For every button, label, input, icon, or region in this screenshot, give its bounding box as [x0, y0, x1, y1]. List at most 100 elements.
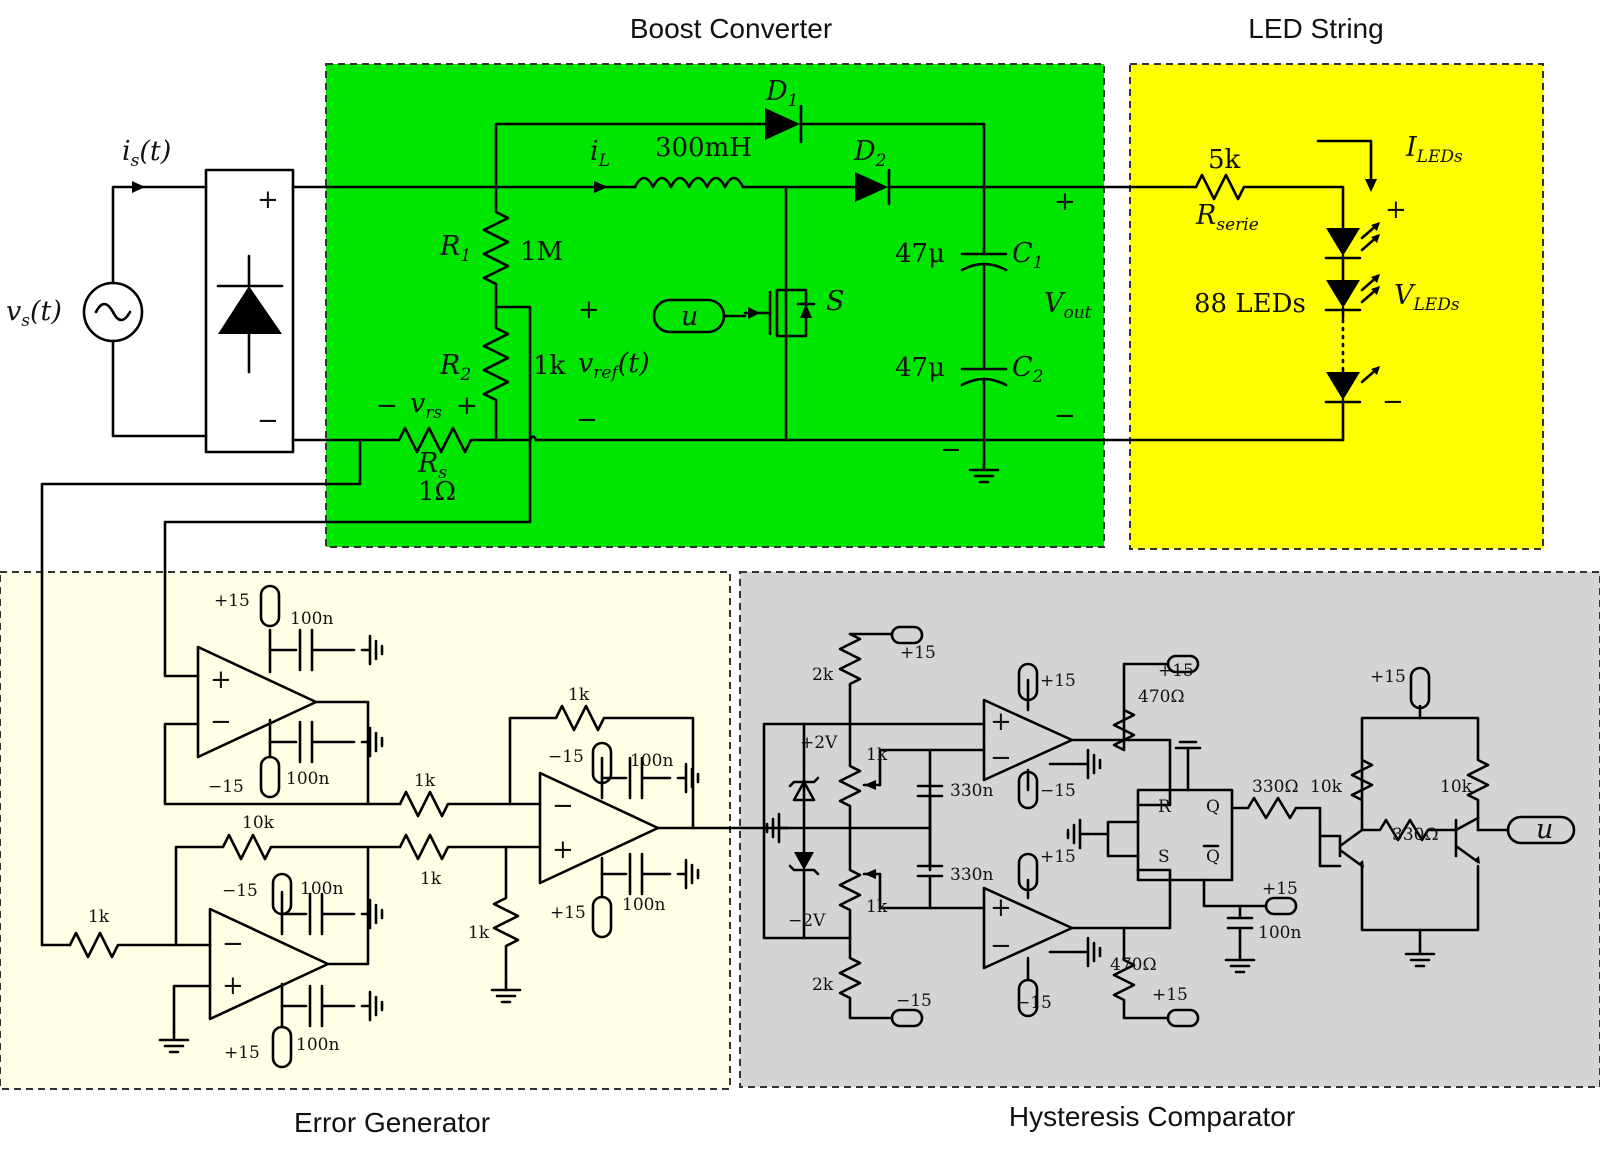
comp1-supply-neg: −15	[1040, 781, 1076, 801]
is-label: is(t)	[122, 136, 171, 171]
transistor-supply: +15	[1370, 667, 1406, 687]
opamp-a-wiring	[163, 584, 402, 806]
comp2-supply-neg: −15	[1016, 993, 1052, 1013]
switch-label: S	[826, 286, 845, 317]
pullup2-value: 470Ω	[1110, 955, 1157, 975]
comp2-plus: +	[990, 893, 1012, 923]
diff-feedback-label: 1k	[568, 685, 590, 705]
base-resistor-value: 330Ω	[1252, 777, 1299, 797]
opamp-a-supply-pos: +15	[214, 591, 250, 611]
vrs-minus: −	[376, 391, 398, 421]
comp1-plus: +	[990, 707, 1012, 737]
opamp-a-supply-neg: −15	[208, 777, 244, 797]
opamp-b-plus: +	[222, 971, 244, 1001]
rectifier-plus: +	[257, 185, 279, 215]
pullup2-supply: +15	[1152, 985, 1188, 1005]
opamp-c-cap-value: 100n	[630, 751, 673, 771]
r1-value: 1M	[520, 237, 563, 267]
divider-bottom-label: 2k	[812, 975, 834, 995]
ff-qbar-label: Q	[1206, 847, 1220, 867]
led-string-wiring	[1194, 139, 1380, 442]
ref-neg-label: −2V	[788, 911, 826, 931]
opamp-a-cap-value: 100n	[290, 609, 333, 629]
c2-label: C2	[1012, 352, 1044, 387]
il-label: iL	[590, 136, 610, 171]
divider-bottom-supply: −15	[896, 991, 932, 1011]
opamp-c-supply-neg: −15	[548, 747, 584, 767]
diff-ground-r-label: 1k	[468, 923, 490, 943]
ref-pos-label: +2V	[800, 733, 838, 753]
feedback-10k-label: 10k	[242, 813, 275, 833]
divider-top-supply: +15	[900, 643, 936, 663]
rserie-value: 5k	[1208, 145, 1241, 175]
ff-q-label: Q	[1206, 797, 1220, 817]
c2-value: 47μ	[895, 353, 945, 383]
hysteresis-comparator-title: Hysteresis Comparator	[1009, 1101, 1295, 1132]
vref-plus: +	[578, 295, 600, 325]
c1-value: 47μ	[895, 239, 945, 269]
rs-label: Rs	[417, 448, 447, 483]
u-output-label: u	[1536, 814, 1553, 845]
vs-label: vs(t)	[6, 296, 62, 331]
pullup1-value: 470Ω	[1138, 687, 1185, 707]
u-gate-input	[652, 298, 747, 334]
comp1-minus: −	[990, 743, 1012, 773]
vrs-plus: +	[456, 391, 478, 421]
led-string-region	[1129, 63, 1544, 550]
vout-plus: +	[1054, 187, 1076, 217]
pot-top-label: 1k	[866, 745, 888, 765]
r2-value: 1k	[533, 351, 566, 381]
diff-r2-label: 1k	[420, 869, 442, 889]
vout-minus: −	[1054, 401, 1076, 431]
opamp-b-minus: −	[222, 929, 244, 959]
opamp-b-wiring	[68, 833, 402, 1069]
d2-label: D2	[853, 136, 886, 171]
boost-converter-region	[325, 63, 1105, 548]
vrs-label: vrs	[410, 388, 442, 423]
led-plus: +	[1385, 195, 1407, 225]
opamp-a-minus: −	[210, 707, 232, 737]
rs-value: 1Ω	[418, 477, 456, 507]
led-count-label: 88 LEDs	[1194, 289, 1306, 319]
hysteresis-wiring	[762, 625, 1576, 1028]
input-resistor-label: 1k	[88, 907, 110, 927]
vref-minus: −	[576, 405, 598, 435]
opamp-b-supply-pos: +15	[224, 1043, 260, 1063]
ac-source	[82, 181, 208, 438]
pullup-right-value: 10k	[1440, 777, 1473, 797]
inductor-value: 300mH	[655, 133, 752, 163]
boost-converter-title: Boost Converter	[630, 13, 832, 44]
error-generator-region	[0, 571, 731, 1090]
rserie-label: Rserie	[1195, 200, 1259, 235]
ff-s-label: S	[1158, 847, 1170, 867]
r2-label: R2	[439, 350, 471, 385]
iled-label: ILEDs	[1405, 132, 1463, 167]
boost-wiring	[40, 104, 1345, 947]
comp2-supply-pos: +15	[1040, 847, 1076, 867]
opamp-b-supply-neg: −15	[222, 881, 258, 901]
opamp-a-cap2-value: 100n	[286, 769, 329, 789]
opamp-a-plus: +	[210, 665, 232, 695]
opamp-c-minus: −	[552, 791, 574, 821]
vled-label: VLEDs	[1394, 280, 1460, 315]
opamp-b-cap2-value: 100n	[296, 1035, 339, 1055]
mosfet-switch	[743, 288, 816, 338]
hysteresis-comparator-region	[739, 571, 1600, 1088]
diff-r1-label: 1k	[414, 771, 436, 791]
r1-label: R1	[439, 231, 471, 266]
pot-bottom-label: 1k	[866, 897, 888, 917]
gnd-minus: −	[940, 435, 962, 465]
led-string-title: LED String	[1248, 13, 1383, 44]
comp2-minus: −	[990, 931, 1012, 961]
opamp-b-cap-value: 100n	[300, 879, 343, 899]
cap2-value: 330n	[950, 865, 993, 885]
u-gate-label: u	[681, 301, 698, 332]
vout-label: Vout	[1044, 288, 1092, 323]
opamp-c-wiring	[398, 704, 695, 984]
bridge-rectifier	[204, 168, 295, 454]
pullup-left-value: 10k	[1310, 777, 1343, 797]
ff-cap-value: 100n	[1258, 923, 1301, 943]
rectifier-minus: −	[257, 406, 279, 436]
error-generator-title: Error Generator	[294, 1107, 490, 1138]
